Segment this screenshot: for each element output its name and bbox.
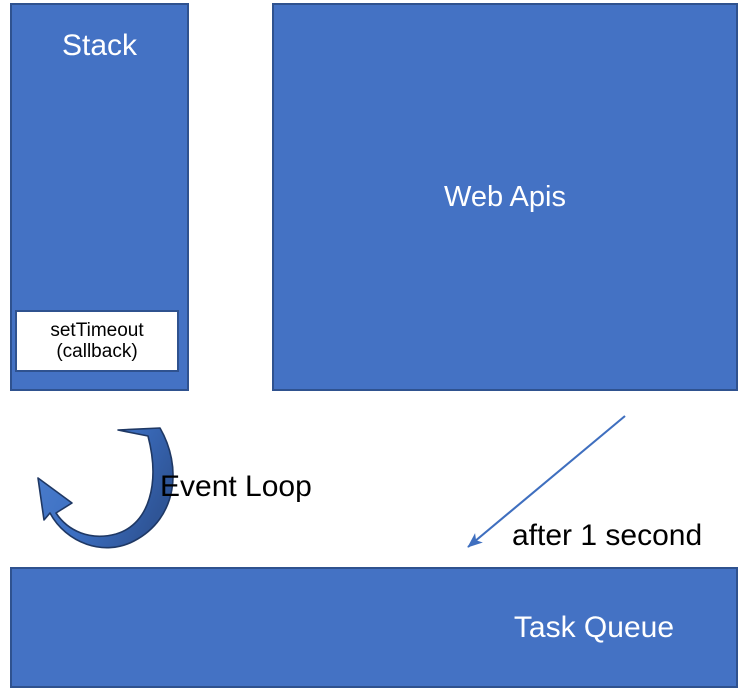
after-one-second-label: after 1 second <box>512 519 703 552</box>
event-loop-curved-arrow-icon <box>37 427 174 549</box>
settimeout-frame-line2: (callback) <box>56 341 138 362</box>
settimeout-callback-frame: setTimeout (callback) <box>15 310 179 372</box>
settimeout-frame-line1: setTimeout <box>50 319 144 341</box>
task-queue-box-label: Task Queue <box>513 610 674 644</box>
web-apis-box-label: Web Apis <box>444 180 566 213</box>
event-loop-label: Event Loop <box>160 470 312 503</box>
stack-box-label: Stack <box>61 29 138 62</box>
web-apis-box: Web Apis <box>272 3 738 391</box>
task-queue-box: Task Queue <box>10 567 738 688</box>
